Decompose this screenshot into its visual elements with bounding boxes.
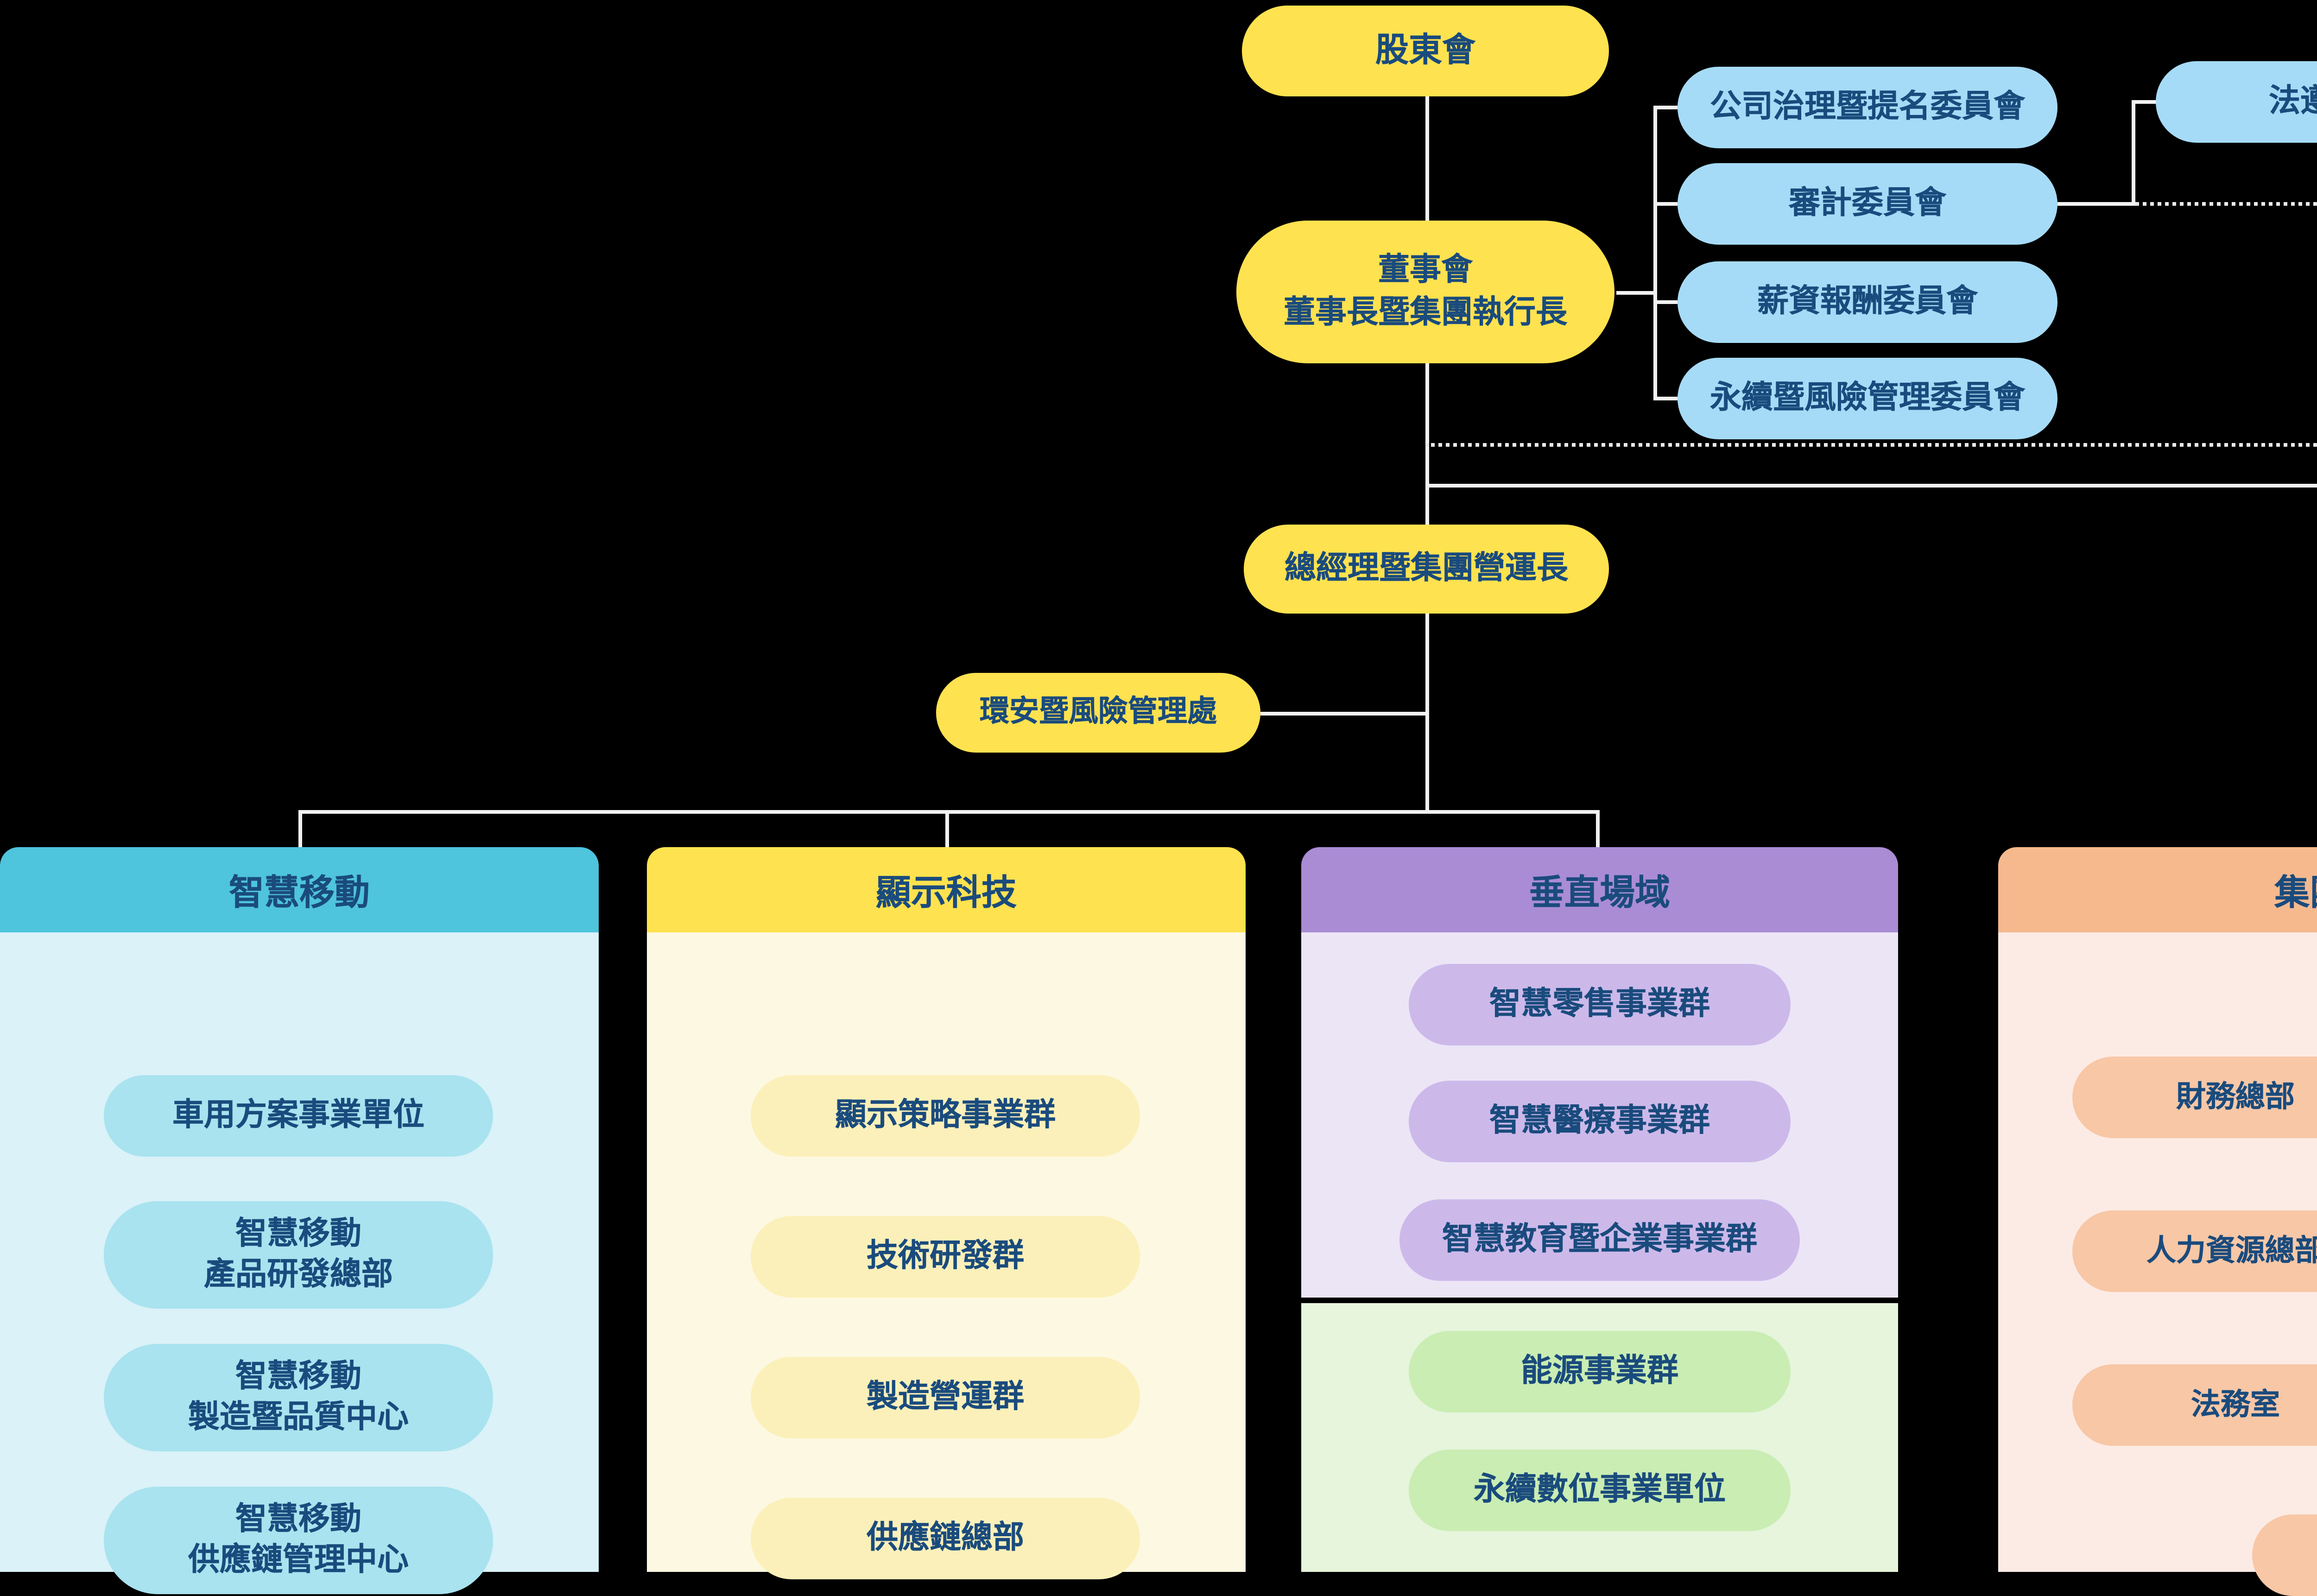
division-display-body: 顯示策略事業群 技術研發群 製造營運群 供應鏈總部 — [647, 932, 1246, 1579]
connector-audit-elbow-v — [2132, 100, 2135, 206]
unit-smart-retail: 智慧零售事業群 — [1409, 964, 1791, 1045]
committee-sustainability-risk-node: 永續暨風險管理委員會 — [1678, 358, 2057, 439]
division-display: 顯示科技 顯示策略事業群 技術研發群 製造營運群 供應鏈總部 — [647, 847, 1246, 1579]
division-support-header: 集團營運支援單位 — [1998, 847, 2317, 932]
connector-drop-vertical — [1596, 810, 1600, 849]
division-vertical-body-green: 能源事業群 永續數位事業單位 — [1301, 1303, 1898, 1571]
connector-support-branch-h — [1425, 484, 2317, 488]
unit-sustainable-digital: 永續數位事業單位 — [1409, 1450, 1791, 1531]
connector-shareholders-board — [1424, 96, 1428, 222]
connector-compliance-stub — [2132, 100, 2159, 104]
coo-node: 總經理暨集團營運長 — [1244, 525, 1609, 614]
unit-audit-office: 稽核管理處 — [2252, 1514, 2317, 1596]
connector-board-bracket — [1616, 291, 1655, 295]
dotted-audit-committee-right — [2135, 202, 2317, 206]
unit-smart-education-enterprise: 智慧教育暨企業事業群 — [1399, 1199, 1800, 1281]
connector-drop-display — [945, 810, 949, 849]
unit-legal-office: 法務室 — [2072, 1364, 2317, 1446]
dotted-compliance-to-trunk — [1425, 443, 2317, 447]
unit-mobility-product-rd: 智慧移動 產品研發總部 — [104, 1201, 493, 1309]
unit-mobility-mfg-quality: 智慧移動 製造暨品質中心 — [104, 1344, 493, 1451]
unit-technology-rd: 技術研發群 — [751, 1216, 1140, 1298]
unit-display-strategy: 顯示策略事業群 — [751, 1075, 1140, 1157]
committee-audit-node: 審計委員會 — [1678, 163, 2057, 245]
unit-manufacturing-ops: 製造營運群 — [751, 1357, 1140, 1438]
connector-committee-1 — [1653, 106, 1678, 109]
division-display-header: 顯示科技 — [647, 847, 1246, 932]
committee-governance-nomination-node: 公司治理暨提名委員會 — [1678, 67, 2057, 148]
connector-committee-3 — [1653, 300, 1678, 304]
shareholders-node: 股東會 — [1242, 6, 1609, 96]
connector-committee-4 — [1653, 397, 1678, 400]
division-mobility: 智慧移動 車用方案事業單位 智慧移動 產品研發總部 智慧移動 製造暨品質中心 智… — [0, 847, 599, 1594]
connector-committee-2 — [1653, 202, 1678, 206]
unit-supply-chain-hq: 供應鏈總部 — [751, 1498, 1140, 1579]
division-mobility-body: 車用方案事業單位 智慧移動 產品研發總部 智慧移動 製造暨品質中心 智慧移動 供… — [0, 932, 599, 1594]
division-vertical: 垂直場域 智慧零售事業群 智慧醫療事業群 智慧教育暨企業事業群 能源事業群 永續… — [1301, 847, 1898, 1571]
division-support: 集團營運支援單位 財務總部 數位技術發展總部 人力資源總部 永續發展總部 法務室… — [1998, 847, 2317, 1596]
division-mobility-header: 智慧移動 — [0, 847, 599, 932]
connector-distribution — [298, 810, 1600, 814]
unit-smart-medical: 智慧醫療事業群 — [1409, 1081, 1791, 1162]
unit-automotive-solutions: 車用方案事業單位 — [104, 1075, 493, 1157]
connector-drop-mobility — [298, 810, 302, 849]
unit-finance-hq: 財務總部 — [2072, 1057, 2317, 1138]
compliance-counsel-node: 法遵總顧問 — [2156, 61, 2317, 143]
unit-mobility-supply-chain: 智慧移動 供應鏈管理中心 — [104, 1487, 493, 1594]
board-node: 董事會 董事長暨集團執行長 — [1236, 221, 1614, 363]
unit-energy: 能源事業群 — [1409, 1331, 1791, 1412]
unit-hr-hq: 人力資源總部 — [2072, 1210, 2317, 1292]
connector-audit-elbow-h — [2057, 202, 2135, 206]
division-vertical-body-purple: 智慧零售事業群 智慧醫療事業群 智慧教育暨企業事業群 — [1301, 932, 1898, 1298]
division-vertical-header: 垂直場域 — [1301, 847, 1898, 932]
division-support-body: 財務總部 數位技術發展總部 人力資源總部 永續發展總部 法務室 策略投資管理中心… — [1998, 932, 2317, 1596]
ehs-risk-node: 環安暨風險管理處 — [936, 673, 1260, 753]
connector-ehs-stub — [1260, 712, 1427, 716]
committee-compensation-node: 薪資報酬委員會 — [1678, 261, 2057, 343]
connector-committee-bracket — [1653, 106, 1657, 400]
